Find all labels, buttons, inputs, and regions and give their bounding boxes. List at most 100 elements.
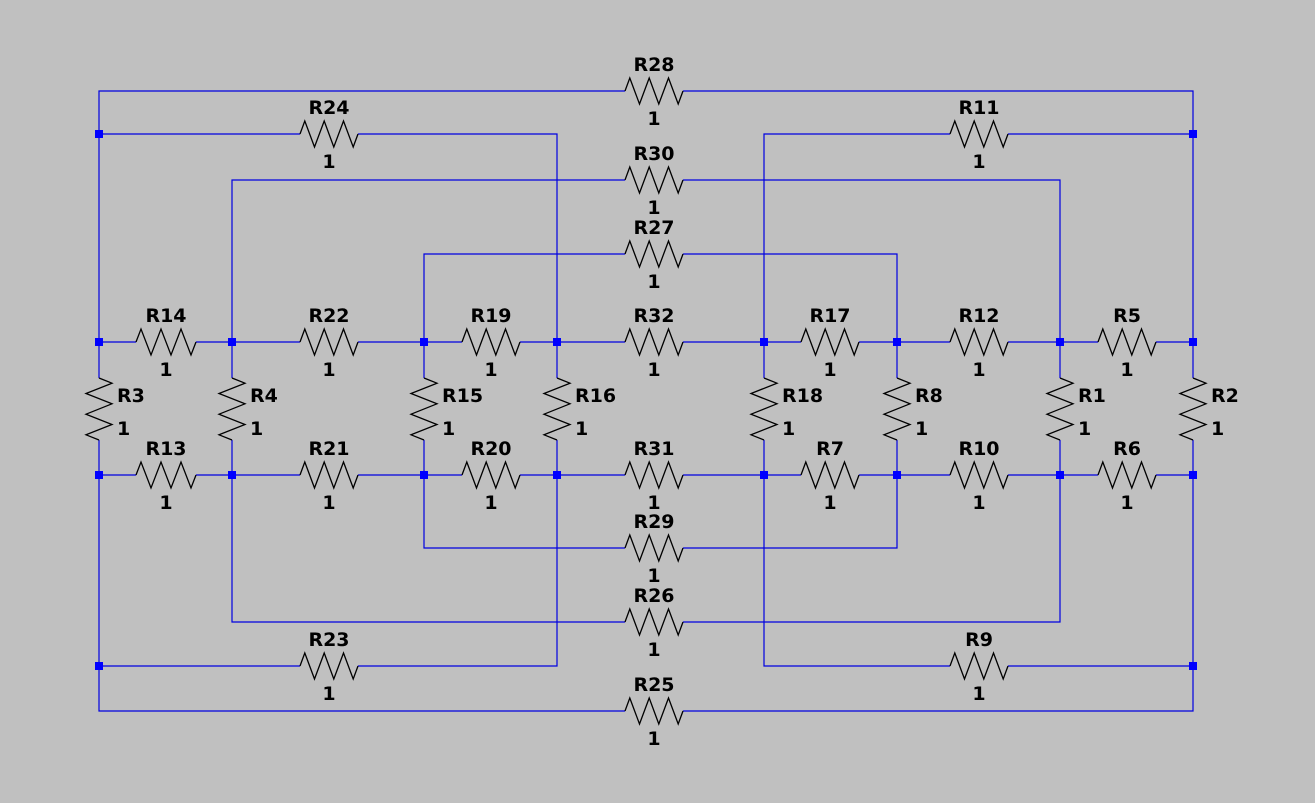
resistor-r9-name: R9 bbox=[965, 629, 993, 651]
resistor-r8-name: R8 bbox=[915, 385, 943, 407]
resistor-r16[interactable] bbox=[542, 377, 572, 441]
junction-node[interactable] bbox=[893, 471, 901, 479]
resistor-r25-value: 1 bbox=[647, 728, 660, 750]
junction-node[interactable] bbox=[760, 471, 768, 479]
resistor-r3-name: R3 bbox=[117, 385, 145, 407]
junction-node[interactable] bbox=[95, 338, 103, 346]
resistor-r14[interactable] bbox=[135, 327, 197, 357]
junction-node[interactable] bbox=[95, 130, 103, 138]
resistor-r23-value: 1 bbox=[322, 683, 335, 705]
resistor-r32[interactable] bbox=[624, 327, 684, 357]
resistor-r20-name: R20 bbox=[470, 438, 511, 460]
junction-node[interactable] bbox=[420, 471, 428, 479]
resistor-r26[interactable] bbox=[624, 607, 684, 637]
resistor-r7-value: 1 bbox=[823, 492, 836, 514]
resistor-r10-name: R10 bbox=[958, 438, 999, 460]
wire-56 bbox=[683, 475, 898, 549]
resistor-r3[interactable] bbox=[84, 377, 114, 441]
resistor-r25[interactable] bbox=[624, 696, 684, 726]
resistor-r28-name: R28 bbox=[633, 54, 674, 76]
resistor-r14-name: R14 bbox=[145, 305, 186, 327]
junction-node[interactable] bbox=[228, 338, 236, 346]
resistor-r27-name: R27 bbox=[633, 217, 674, 239]
resistor-r18[interactable] bbox=[749, 377, 779, 441]
wire-2 bbox=[683, 90, 1194, 342]
resistor-r24-value: 1 bbox=[322, 151, 335, 173]
junction-node[interactable] bbox=[1056, 338, 1064, 346]
junction-node[interactable] bbox=[1056, 471, 1064, 479]
resistor-r31[interactable] bbox=[624, 460, 684, 490]
resistor-r5[interactable] bbox=[1097, 327, 1157, 357]
resistor-r6[interactable] bbox=[1097, 460, 1157, 490]
wire-61 bbox=[763, 475, 950, 667]
resistor-r5-value: 1 bbox=[1120, 359, 1133, 381]
junction-node[interactable] bbox=[553, 338, 561, 346]
resistor-r23[interactable] bbox=[299, 651, 359, 681]
resistor-r12-value: 1 bbox=[972, 359, 985, 381]
junction-node[interactable] bbox=[1189, 338, 1197, 346]
junction-node[interactable] bbox=[228, 471, 236, 479]
resistor-r20[interactable] bbox=[461, 460, 521, 490]
resistor-r32-name: R32 bbox=[633, 305, 674, 327]
resistor-r12-name: R12 bbox=[958, 305, 999, 327]
resistor-r22[interactable] bbox=[299, 327, 359, 357]
resistor-r11-value: 1 bbox=[972, 151, 985, 173]
resistor-r28-value: 1 bbox=[647, 108, 660, 130]
resistor-r16-value: 1 bbox=[575, 418, 588, 440]
resistor-r15[interactable] bbox=[409, 377, 439, 441]
junction-node[interactable] bbox=[760, 338, 768, 346]
resistor-r30-value: 1 bbox=[647, 197, 660, 219]
resistor-r3-value: 1 bbox=[117, 418, 130, 440]
labels: R281R241R111R301R271R141R221R191R321R171… bbox=[117, 54, 1239, 750]
resistor-r21-name: R21 bbox=[308, 438, 349, 460]
resistor-r8-value: 1 bbox=[915, 418, 928, 440]
resistor-r8[interactable] bbox=[882, 377, 912, 441]
resistor-r18-value: 1 bbox=[782, 418, 795, 440]
resistor-r19-value: 1 bbox=[484, 359, 497, 381]
junction-node[interactable] bbox=[420, 338, 428, 346]
resistor-r30[interactable] bbox=[624, 165, 684, 195]
wire-5 bbox=[763, 133, 950, 342]
resistor-r10-value: 1 bbox=[972, 492, 985, 514]
resistor-r11[interactable] bbox=[949, 119, 1009, 149]
resistor-r6-value: 1 bbox=[1120, 492, 1133, 514]
resistor-r27[interactable] bbox=[624, 239, 684, 269]
wire-7 bbox=[231, 179, 625, 342]
wire-57 bbox=[231, 475, 625, 623]
resistor-r19-name: R19 bbox=[470, 305, 511, 327]
resistor-r4-name: R4 bbox=[250, 385, 278, 407]
resistor-r10[interactable] bbox=[949, 460, 1009, 490]
junction-node[interactable] bbox=[95, 471, 103, 479]
resistor-r1-name: R1 bbox=[1078, 385, 1106, 407]
resistor-r12[interactable] bbox=[949, 327, 1009, 357]
resistor-r29-value: 1 bbox=[647, 565, 660, 587]
junction-node[interactable] bbox=[1189, 130, 1197, 138]
resistor-r1[interactable] bbox=[1045, 377, 1075, 441]
resistor-r19[interactable] bbox=[461, 327, 521, 357]
junction-node[interactable] bbox=[1189, 471, 1197, 479]
wires bbox=[98, 90, 1194, 712]
resistor-r9[interactable] bbox=[949, 651, 1009, 681]
junction-node[interactable] bbox=[893, 338, 901, 346]
resistor-r6-name: R6 bbox=[1113, 438, 1141, 460]
resistor-r21[interactable] bbox=[299, 460, 359, 490]
resistor-r13[interactable] bbox=[135, 460, 197, 490]
resistor-r14-value: 1 bbox=[159, 359, 172, 381]
resistor-r24-name: R24 bbox=[308, 97, 349, 119]
resistor-r25-name: R25 bbox=[633, 674, 674, 696]
resistor-r2-name: R2 bbox=[1211, 385, 1239, 407]
resistor-r17[interactable] bbox=[800, 327, 860, 357]
wire-55 bbox=[423, 475, 625, 549]
resistor-r24[interactable] bbox=[299, 119, 359, 149]
junction-node[interactable] bbox=[1189, 662, 1197, 670]
wire-63 bbox=[98, 475, 625, 712]
resistor-r2-value: 1 bbox=[1211, 418, 1224, 440]
junction-node[interactable] bbox=[553, 471, 561, 479]
resistor-r7[interactable] bbox=[800, 460, 860, 490]
resistor-r4[interactable] bbox=[217, 377, 247, 441]
resistor-r28[interactable] bbox=[624, 76, 684, 106]
resistor-r29[interactable] bbox=[624, 533, 684, 563]
resistor-r9-value: 1 bbox=[972, 683, 985, 705]
resistor-r2[interactable] bbox=[1178, 377, 1208, 441]
junction-node[interactable] bbox=[95, 662, 103, 670]
